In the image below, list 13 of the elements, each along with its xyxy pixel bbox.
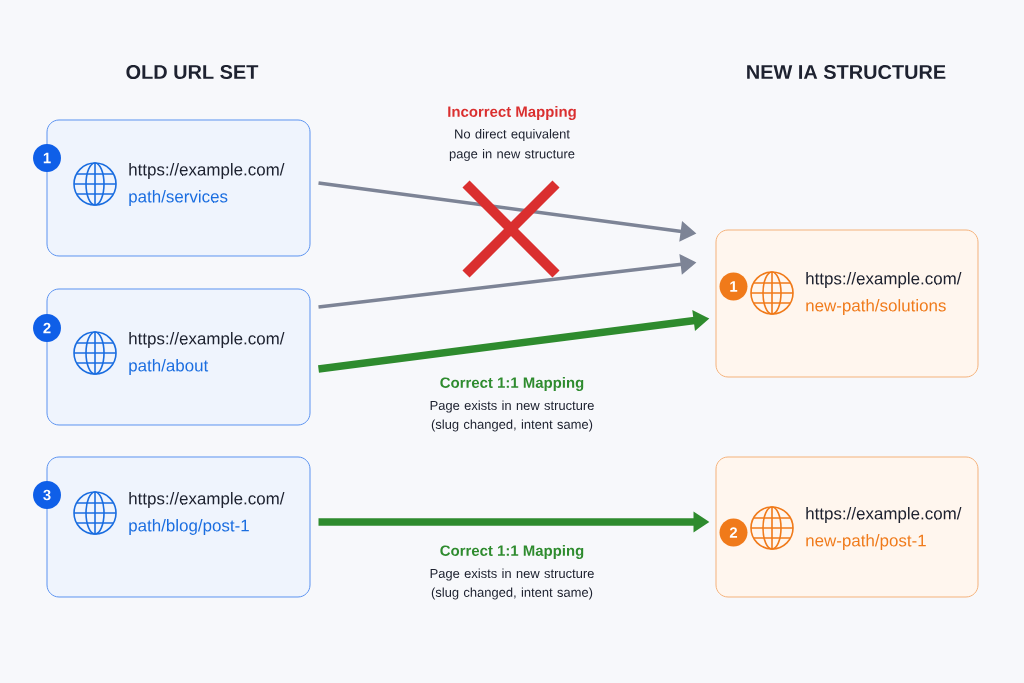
- mapping-title: Correct 1:1 Mapping: [440, 545, 584, 559]
- number-badge: 3: [33, 481, 61, 509]
- number-badge: 2: [719, 518, 748, 547]
- number-badge: 2: [33, 314, 61, 342]
- column-heading: OLD URL SET: [126, 64, 259, 80]
- mapping-title: Incorrect Mapping: [448, 106, 576, 120]
- mapping-note: Page exists in new structure (slug changed, intent same): [430, 400, 594, 432]
- column-heading: NEW IA STRUCTURE: [747, 64, 946, 80]
- mapping-note: No direct equivalent page in new structure: [449, 129, 575, 161]
- mapping-note: Page exists in new structure (slug changed, intent same): [430, 568, 594, 600]
- number-badge: 1: [719, 272, 748, 301]
- number-badge: 1: [33, 144, 61, 172]
- mapping-title: Correct 1:1 Mapping: [440, 377, 584, 391]
